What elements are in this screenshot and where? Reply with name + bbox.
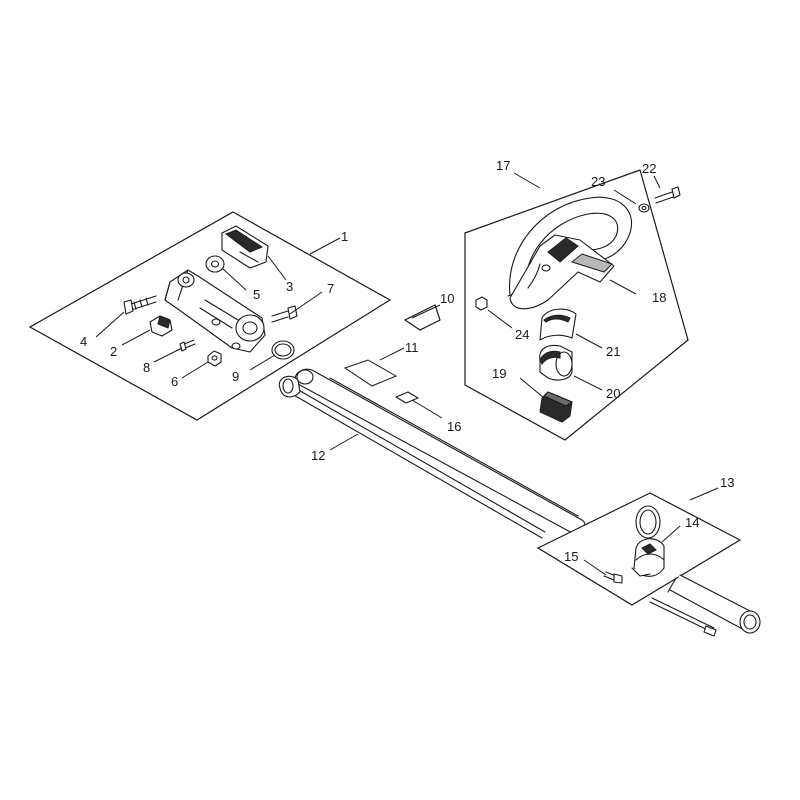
part-14-hanger (631, 505, 665, 577)
callout-8: 8 (143, 360, 150, 375)
part-1-housing (164, 269, 266, 353)
callout-21: 21 (606, 344, 620, 359)
part-2-fitting (149, 315, 173, 337)
part-22-screw (654, 186, 681, 204)
callout-15: 15 (564, 549, 578, 564)
callout-4: 4 (80, 334, 87, 349)
callout-3: 3 (286, 279, 293, 294)
part-5-washer (205, 255, 225, 273)
callout-18: 18 (652, 290, 666, 305)
part-20-collar (539, 344, 573, 381)
part-10-label-frame (403, 304, 441, 331)
callout-13: 13 (720, 475, 734, 490)
callout-24: 24 (515, 327, 529, 342)
callout-9: 9 (232, 369, 239, 384)
part-4-long-bolt (123, 295, 157, 315)
callout-20: 20 (606, 386, 620, 401)
part-3-lever (221, 225, 269, 269)
part-11-label-decal (343, 359, 398, 387)
part-18-loop-handle (507, 196, 633, 310)
callout-7: 7 (327, 281, 334, 296)
callout-23: 23 (591, 174, 605, 189)
part-24-nut (475, 296, 488, 311)
part-15-screw (603, 571, 623, 584)
part-23-washer (638, 203, 650, 213)
callout-1: 1 (341, 229, 348, 244)
group-13-assembly (536, 492, 742, 606)
group-17-assembly (464, 169, 689, 441)
callout-17: 17 (496, 158, 510, 173)
callout-2: 2 (110, 344, 117, 359)
part-10-shaft-tube (294, 304, 586, 535)
callout-12: 12 (311, 448, 325, 463)
part-21-clamp (539, 308, 577, 341)
callout-14: 14 (685, 515, 699, 530)
callout-10: 10 (440, 291, 454, 306)
callout-11: 11 (405, 340, 419, 355)
callout-6: 6 (171, 374, 178, 389)
lower-shaft-end (649, 574, 761, 637)
part-19-cushion (539, 391, 573, 423)
leader-lines (95, 172, 719, 576)
callout-19: 19 (492, 366, 506, 381)
part-9-o-ring (271, 340, 295, 360)
group-1-assembly (28, 211, 392, 421)
part-12-drive-shaft (278, 375, 546, 539)
callout-16: 16 (447, 419, 461, 434)
group-17-frame (464, 169, 689, 441)
callouts: 1 3 5 7 4 2 8 6 9 10 11 16 12 13 14 15 1… (80, 158, 734, 564)
callout-5: 5 (253, 287, 260, 302)
callout-22: 22 (642, 161, 656, 176)
